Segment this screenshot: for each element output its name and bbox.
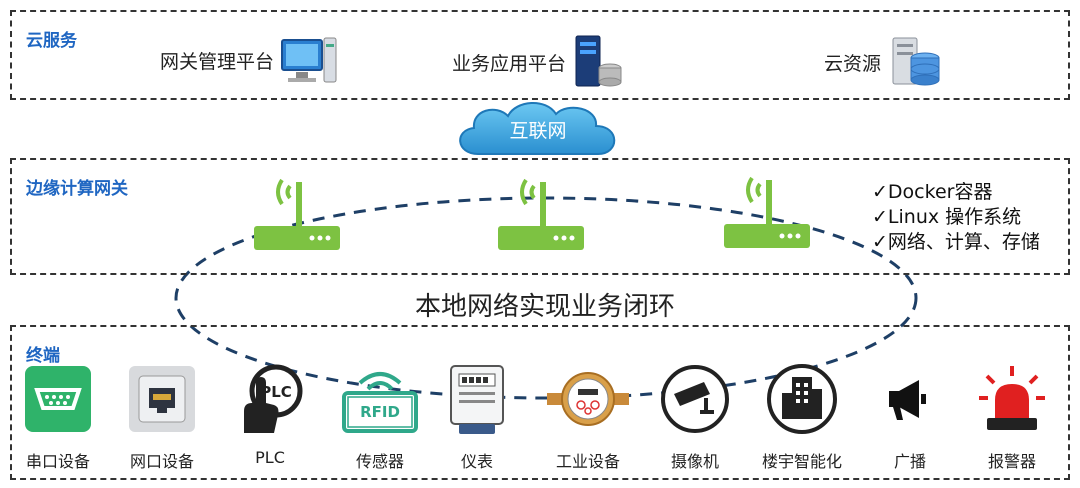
device-ethernet: 网口设备 xyxy=(112,360,212,472)
internet-node: 互联网 xyxy=(448,94,628,166)
water-meter-icon xyxy=(547,372,629,426)
device-label: 摄像机 xyxy=(670,452,719,471)
device-meter: 仪表 xyxy=(427,360,527,472)
ethernet-port-icon xyxy=(129,366,195,432)
svc-label: 业务应用平台 xyxy=(452,52,567,75)
serial-port-icon xyxy=(25,366,91,432)
gateway-management-platform: 网关管理平台 xyxy=(160,34,340,86)
device-label: 广播 xyxy=(893,452,926,471)
device-label: PLC xyxy=(255,448,285,467)
local-loop-label: 本地网络实现业务闭环 xyxy=(395,286,695,323)
cloud-services-layer: 云服务 网关管理平台 业务应用平台 云资源 xyxy=(10,10,1070,100)
device-alarm: 报警器 xyxy=(962,360,1062,472)
device-label: 网口设备 xyxy=(129,452,194,471)
business-application-platform: 业务应用平台 xyxy=(452,34,624,90)
gateway-feature-list: ✓Docker容器 ✓Linux 操作系统 ✓网络、计算、存储 xyxy=(872,180,1040,255)
edge-layer-title: 边缘计算网关 xyxy=(26,179,128,199)
terminal-layer-title: 终端 xyxy=(26,346,60,366)
cloud-resources: 云资源 xyxy=(824,34,943,90)
svg-text:PLC: PLC xyxy=(260,383,292,401)
device-camera: 摄像机 xyxy=(645,360,745,472)
meter-icon xyxy=(450,365,504,434)
building-icon xyxy=(767,364,837,434)
device-serial: 串口设备 xyxy=(8,360,108,472)
rfid-sensor-icon: RFID xyxy=(342,372,418,433)
device-label: 传感器 xyxy=(355,452,404,471)
device-industrial: 工业设备 xyxy=(538,360,638,472)
gateway-router-icon xyxy=(498,178,584,250)
server-icon xyxy=(575,35,622,87)
device-building: 楼宇智能化 xyxy=(752,360,852,472)
device-label: 工业设备 xyxy=(555,452,620,471)
device-sensor: RFID 传感器 xyxy=(330,360,430,472)
database-icon xyxy=(892,37,940,86)
device-label: 串口设备 xyxy=(25,452,90,471)
plc-icon: PLC xyxy=(244,364,303,433)
feature-item: ✓网络、计算、存储 xyxy=(872,231,1040,253)
device-label: 楼宇智能化 xyxy=(761,452,842,471)
gateway-router-icon xyxy=(254,178,340,250)
device-plc: PLC PLC xyxy=(220,360,320,467)
feature-item: ✓Docker容器 xyxy=(872,181,993,203)
gateway-router-icon xyxy=(724,176,810,248)
svc-label: 云资源 xyxy=(824,52,882,75)
feature-item: ✓Linux 操作系统 xyxy=(872,206,1022,228)
internet-label: 互联网 xyxy=(509,120,567,142)
device-broadcast: 广播 xyxy=(860,360,960,472)
terminal-layer: 终端 xyxy=(10,325,1070,480)
camera-icon xyxy=(661,365,729,433)
cloud-icon xyxy=(459,101,616,155)
device-label: 仪表 xyxy=(460,452,493,471)
svc-label: 网关管理平台 xyxy=(160,50,275,73)
monitor-icon xyxy=(281,37,337,83)
device-label: 报警器 xyxy=(987,452,1036,471)
edge-gateway-layer: 边缘计算网关 xyxy=(10,158,1070,275)
svg-text:RFID: RFID xyxy=(360,403,400,421)
alarm-icon xyxy=(979,366,1045,430)
megaphone-icon xyxy=(889,380,926,420)
cloud-layer-title: 云服务 xyxy=(26,31,77,51)
